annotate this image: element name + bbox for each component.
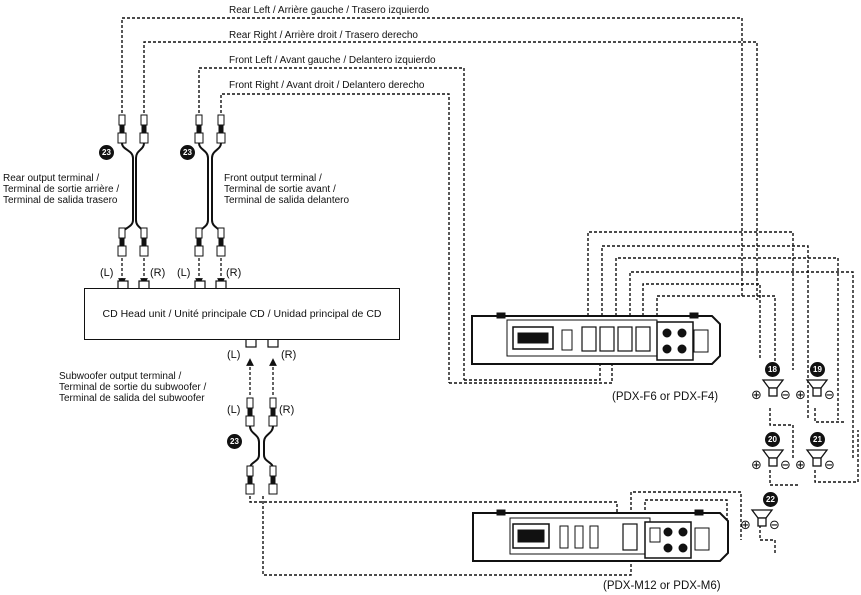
- wire-rear-left: [121, 17, 743, 298]
- minus-icon: ⊖: [780, 387, 791, 402]
- label-rear-right: Rear Right / Arrière droit / Trasero der…: [229, 30, 418, 41]
- label-front-terminal: Front output terminal /Terminal de sorti…: [224, 173, 350, 206]
- speakers: [750, 379, 829, 527]
- amp-top-model: (PDX-F6 or PDX-F4): [612, 391, 719, 403]
- ref-number: 23: [99, 145, 114, 160]
- wire-rear-right: [143, 41, 758, 300]
- ref-number: 23: [180, 145, 195, 160]
- plus-icon: ⊕: [795, 457, 806, 472]
- speaker-21: [805, 449, 829, 467]
- lr-left: (L): [227, 349, 241, 361]
- lr-right: (R): [226, 267, 242, 279]
- label-subwoofer-terminal: Subwoofer output terminal /Terminal de s…: [59, 371, 207, 404]
- plus-icon: ⊕: [751, 387, 762, 402]
- lr-right: (R): [150, 267, 166, 279]
- minus-icon: ⊖: [824, 457, 835, 472]
- plus-icon: ⊕: [795, 387, 806, 402]
- amp-bottom-model: (PDX-M12 or PDX-M6): [603, 580, 721, 592]
- amp-top: [471, 312, 721, 365]
- subwoofer-rca-cable: [245, 397, 278, 495]
- label-rear-terminal: Rear output terminal /Terminal de sortie…: [3, 173, 120, 206]
- minus-icon: ⊖: [824, 387, 835, 402]
- front-rca-cable: [194, 114, 226, 257]
- label-front-right: Front Right / Avant droit / Delantero de…: [229, 80, 425, 91]
- ref-number: 21: [810, 432, 825, 447]
- wire-front-right: [220, 93, 450, 383]
- lr-right: (R): [281, 349, 297, 361]
- lr-left: (L): [177, 267, 191, 279]
- label-front-left: Front Left / Avant gauche / Delantero iz…: [229, 55, 436, 66]
- minus-icon: ⊖: [780, 457, 791, 472]
- speaker-18: [761, 379, 785, 397]
- label-rear-left: Rear Left / Arrière gauche / Trasero izq…: [229, 5, 430, 16]
- head-unit: CD Head unit / Unité principale CD / Uni…: [84, 288, 400, 340]
- plus-icon: ⊕: [751, 457, 762, 472]
- speaker-20: [761, 449, 785, 467]
- amp-bottom: [472, 509, 729, 562]
- ref-number: 20: [765, 432, 780, 447]
- plus-icon: ⊕: [740, 517, 751, 532]
- minus-icon: ⊖: [769, 517, 780, 532]
- wire-front-left: [198, 67, 465, 380]
- ref-number: 23: [227, 434, 242, 449]
- head-unit-label: CD Head unit / Unité principale CD / Uni…: [102, 308, 382, 320]
- speaker-19: [805, 379, 829, 397]
- ref-number: 22: [763, 492, 778, 507]
- rear-rca-cable: [117, 114, 149, 257]
- lr-left: (L): [227, 404, 241, 416]
- ref-number: 19: [810, 362, 825, 377]
- ref-number: 18: [765, 362, 780, 377]
- speaker-22: [750, 509, 774, 527]
- lr-left: (L): [100, 267, 114, 279]
- lr-right: (R): [279, 404, 295, 416]
